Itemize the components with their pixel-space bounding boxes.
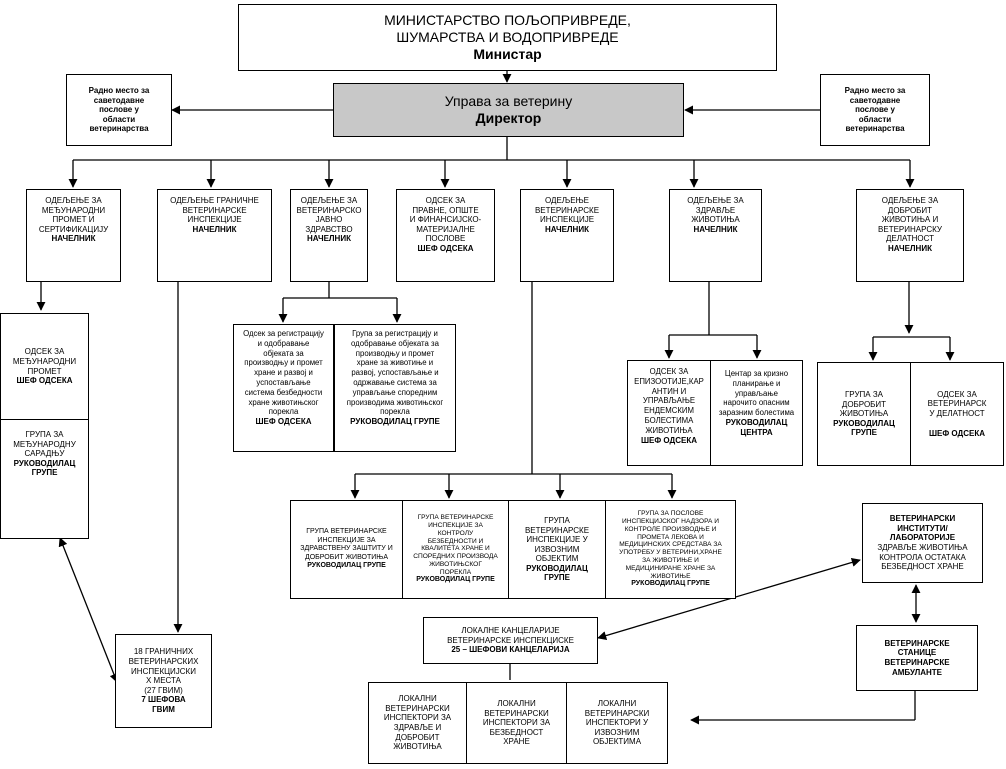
unit-text: ОДЕЉЕЊЕ ЗА МЕЂУНАРОДНИ ПРОМЕТ И СЕРТИФИК… xyxy=(38,196,109,234)
ph-group-box: Група за регистрацију и одобравање објек… xyxy=(334,324,456,452)
intl-section-text: ОДСЕК ЗА МЕЂУНАРОДНИ ПРОМЕТ xyxy=(12,347,77,376)
unit-vet-inspection: ОДЕЉЕЊЕ ВЕТЕРИНАРСКЕ ИНСПЕКЦИЈЕ НАЧЕЛНИК xyxy=(520,189,614,282)
unit-animal-health: ОДЕЉЕЊЕ ЗА ЗДРАВЉЕ ЖИВОТИЊА НАЧЕЛНИК xyxy=(669,189,762,282)
line-local-institutes xyxy=(597,557,861,641)
aw-section-role: ШЕФ ОДСЕКА xyxy=(928,428,985,438)
ministry-line1: МИНИСТАРСТВО ПОЉОПРИВРЕДЕ, xyxy=(384,12,631,28)
unit-role: НАЧЕЛНИК xyxy=(307,234,351,244)
border-posts-text: 18 ГРАНИЧНИХ ВЕТЕРИНАРСКИХ ИНСПЕКЦИЈСКИ … xyxy=(128,647,199,695)
ph-group-text: Група за регистрацију и одобравање објек… xyxy=(346,329,444,417)
intl-group-role: РУКОВОДИЛАЦ ГРУПЕ xyxy=(13,458,76,478)
insp-group-role: РУКОВОДИЛАЦ ГРУПЕ xyxy=(526,563,588,583)
ah-center-role: РУКОВОДИЛАЦ ЦЕНТРА xyxy=(725,417,788,437)
directorate-box: Управа за ветерину Директор xyxy=(333,83,684,137)
unit-role: НАЧЕЛНИК xyxy=(545,224,589,234)
ah-section-role: ШЕФ ОДСЕКА xyxy=(640,435,697,445)
ph-section-role: ШЕФ ОДСЕКА xyxy=(255,417,312,427)
advisor-right-text: Радно место за саветодавне послове у обл… xyxy=(844,86,906,134)
institutes-title: ВЕТЕРИНАРСКИ ИНСТИТУТИ/ ЛАБОРАТОРИЈЕ xyxy=(889,514,956,543)
insp-group-text: ГРУПА ВЕТЕРИНАРСКЕ ИНСПЕКЦИЈЕ ЗА КОНТРОЛ… xyxy=(413,514,498,576)
ah-section-text: ОДСЕК ЗА ЕПИЗООТИЈЕ,КАР АНТИН И УПРАВЉАЊ… xyxy=(634,367,704,435)
unit-legal-finance: ОДСЕК ЗА ПРАВНЕ, ОПШТЕ И ФИНАНСИЈСКО- МА… xyxy=(396,189,495,282)
local-inspectors-text: ЛОКАЛНИ ВЕТЕРИНАРСКИ ИНСПЕКТОРИ У ИЗВОЗН… xyxy=(584,699,650,747)
intl-section-role: ШЕФ ОДСЕКА xyxy=(16,376,73,386)
unit-intl-trade: ОДЕЉЕЊЕ ЗА МЕЂУНАРОДНИ ПРОМЕТ И СЕРТИФИК… xyxy=(26,189,121,282)
advisor-left-box: Радно место за саветодавне послове у обл… xyxy=(66,74,172,146)
unit-text: ОДЕЉЕЊЕ ЗА ДОБРОБИТ ЖИВОТИЊА И ВЕТЕРИНАР… xyxy=(878,196,942,244)
insp-group-export: ГРУПА ВЕТЕРИНАРСКЕ ИНСПЕКЦИЈЕ У ИЗВОЗНИМ… xyxy=(508,500,606,599)
institutes-text: ЗДРАВЉЕ ЖИВОТИЊА КОНТРОЛА ОСТАТАКА БЕЗБЕ… xyxy=(877,543,968,572)
insp-group-text: ГРУПА ВЕТЕРИНАРСКЕ ИНСПЕКЦИЈЕ ЗА ЗДРАВСТ… xyxy=(300,528,393,561)
unit-role: ШЕФ ОДСЕКА xyxy=(417,243,474,253)
local-inspectors-export: ЛОКАЛНИ ВЕТЕРИНАРСКИ ИНСПЕКТОРИ У ИЗВОЗН… xyxy=(566,682,668,764)
insp-group-medicines: ГРУПА ЗА ПОСЛОВЕ ИНСПЕКЦИЈСКОГ НАДЗОРА И… xyxy=(605,500,736,599)
unit-text: ОДСЕК ЗА ПРАВНЕ, ОПШТЕ И ФИНАНСИЈСКО- МА… xyxy=(409,196,482,244)
local-inspectors-health: ЛОКАЛНИ ВЕТЕРИНАРСКИ ИНСПЕКТОРИ ЗА ЗДРАВ… xyxy=(368,682,467,764)
unit-public-health: ОДЕЉЕЊЕ ЗА ВЕТЕРИНАРСКО ЈАВНО ЗДРАВСТВО … xyxy=(290,189,368,282)
insp-group-role: РУКОВОДИЛАЦ ГРУПЕ xyxy=(631,580,710,588)
local-offices-text: ЛОКАЛНЕ КАНЦЕЛАРИЈЕ ВЕТЕРИНАРСКЕ ИНСПЕКЦ… xyxy=(447,626,574,645)
institutes-box: ВЕТЕРИНАРСКИ ИНСТИТУТИ/ ЛАБОРАТОРИЈЕ ЗДР… xyxy=(862,503,983,583)
ph-group-role: РУКОВОДИЛАЦ ГРУПЕ xyxy=(350,417,440,427)
insp-group-text: ГРУПА ВЕТЕРИНАРСКЕ ИНСПЕКЦИЈЕ У ИЗВОЗНИМ… xyxy=(524,515,590,564)
unit-role: НАЧЕЛНИК xyxy=(51,234,96,244)
local-inspectors-text: ЛОКАЛНИ ВЕТЕРИНАРСКИ ИНСПЕКТОРИ ЗА БЕЗБЕ… xyxy=(482,699,551,747)
ph-section-box: Одсек за регистрацију и одобравање објек… xyxy=(233,324,334,452)
stations-box: ВЕТЕРИНАРСКЕ СТАНИЦЕ ВЕТЕРИНАРСКЕ АМБУЛА… xyxy=(856,625,978,691)
border-posts-box: 18 ГРАНИЧНИХ ВЕТЕРИНАРСКИХ ИНСПЕКЦИЈСКИ … xyxy=(115,634,212,728)
aw-group-role: РУКОВОДИЛАЦ ГРУПЕ xyxy=(833,418,895,438)
insp-group-role: РУКОВОДИЛАЦ ГРУПЕ xyxy=(307,562,386,570)
unit-role: НАЧЕЛНИК xyxy=(693,224,738,234)
line-intl-border xyxy=(58,537,119,683)
unit-text: ОДЕЉЕЊЕ ВЕТЕРИНАРСКЕ ИНСПЕКЦИЈЕ xyxy=(534,196,600,225)
ministry-role: Министар xyxy=(473,46,542,62)
unit-text: ОДЕЉЕЊЕ ЗА ЗДРАВЉЕ ЖИВОТИЊА xyxy=(687,196,744,225)
unit-text: ОДЕЉЕЊЕ ЗА ВЕТЕРИНАРСКО ЈАВНО ЗДРАВСТВО xyxy=(296,196,362,234)
unit-text: ОДЕЉЕЊЕ ГРАНИЧНЕ ВЕТЕРИНАРСКЕ ИНСПЕКЦИЈЕ xyxy=(170,196,259,225)
directorate-name: Управа за ветерину xyxy=(444,93,573,109)
aw-group-box: ГРУПА ЗА ДОБРОБИТ ЖИВОТИЊА РУКОВОДИЛАЦ Г… xyxy=(817,362,911,466)
local-inspectors-food: ЛОКАЛНИ ВЕТЕРИНАРСКИ ИНСПЕКТОРИ ЗА БЕЗБЕ… xyxy=(466,682,567,764)
ministry-line2: ШУМАРСТВА И ВОДОПРИВРЕДЕ xyxy=(396,29,619,45)
unit-role: НАЧЕЛНИК xyxy=(888,243,932,253)
insp-group-role: РУКОВОДИЛАЦ ГРУПЕ xyxy=(416,576,495,584)
intl-group-box: ГРУПА ЗА МЕЂУНАРОДНУ САРАДЊУ РУКОВОДИЛАЦ… xyxy=(0,419,89,539)
ministry-box: МИНИСТАРСТВО ПОЉОПРИВРЕДЕ, ШУМАРСТВА И В… xyxy=(238,4,777,71)
advisor-right-box: Радно место за саветодавне послове у обл… xyxy=(820,74,930,146)
local-offices-box: ЛОКАЛНЕ КАНЦЕЛАРИЈЕ ВЕТЕРИНАРСКЕ ИНСПЕКЦ… xyxy=(423,617,598,664)
unit-animal-welfare: ОДЕЉЕЊЕ ЗА ДОБРОБИТ ЖИВОТИЊА И ВЕТЕРИНАР… xyxy=(856,189,964,282)
aw-section-box: ОДСЕК ЗА ВЕТЕРИНАРСК У ДЕЛАТНОСТ ШЕФ ОДС… xyxy=(910,362,1004,466)
insp-group-text: ГРУПА ЗА ПОСЛОВЕ ИНСПЕКЦИЈСКОГ НАДЗОРА И… xyxy=(619,510,722,580)
ah-center-text: Центар за кризно планирање и управљање н… xyxy=(718,369,795,418)
border-posts-role: 7 ШЕФОВА ГВИМ xyxy=(141,695,186,714)
intl-group-text: ГРУПА ЗА МЕЂУНАРОДНУ САРАДЊУ xyxy=(13,430,76,459)
ah-section-box: ОДСЕК ЗА ЕПИЗООТИЈЕ,КАР АНТИН И УПРАВЉАЊ… xyxy=(627,360,711,466)
aw-section-text: ОДСЕК ЗА ВЕТЕРИНАРСК У ДЕЛАТНОСТ xyxy=(927,389,987,418)
stations-text: ВЕТЕРИНАРСКЕ СТАНИЦЕ ВЕТЕРИНАРСКЕ АМБУЛА… xyxy=(884,638,950,677)
unit-role: НАЧЕЛНИК xyxy=(192,224,237,234)
unit-border-inspection: ОДЕЉЕЊЕ ГРАНИЧНЕ ВЕТЕРИНАРСКЕ ИНСПЕКЦИЈЕ… xyxy=(157,189,272,282)
ph-section-text: Одсек за регистрацију и одобравање објек… xyxy=(243,329,324,417)
ah-center-box: Центар за кризно планирање и управљање н… xyxy=(710,360,803,466)
aw-group-text: ГРУПА ЗА ДОБРОБИТ ЖИВОТИЊА xyxy=(839,390,889,419)
intl-section-box: ОДСЕК ЗА МЕЂУНАРОДНИ ПРОМЕТ ШЕФ ОДСЕКА xyxy=(0,313,89,420)
local-offices-role: 25 – ШЕФОВИ КАНЦЕЛАРИЈА xyxy=(451,645,570,655)
local-inspectors-text: ЛОКАЛНИ ВЕТЕРИНАРСКИ ИНСПЕКТОРИ ЗА ЗДРАВ… xyxy=(383,694,452,752)
directorate-role: Директор xyxy=(475,110,542,126)
advisor-left-text: Радно место за саветодавне послове у обл… xyxy=(88,86,150,134)
insp-group-food-safety: ГРУПА ВЕТЕРИНАРСКЕ ИНСПЕКЦИЈЕ ЗА КОНТРОЛ… xyxy=(402,500,509,599)
insp-group-health: ГРУПА ВЕТЕРИНАРСКЕ ИНСПЕКЦИЈЕ ЗА ЗДРАВСТ… xyxy=(290,500,403,599)
